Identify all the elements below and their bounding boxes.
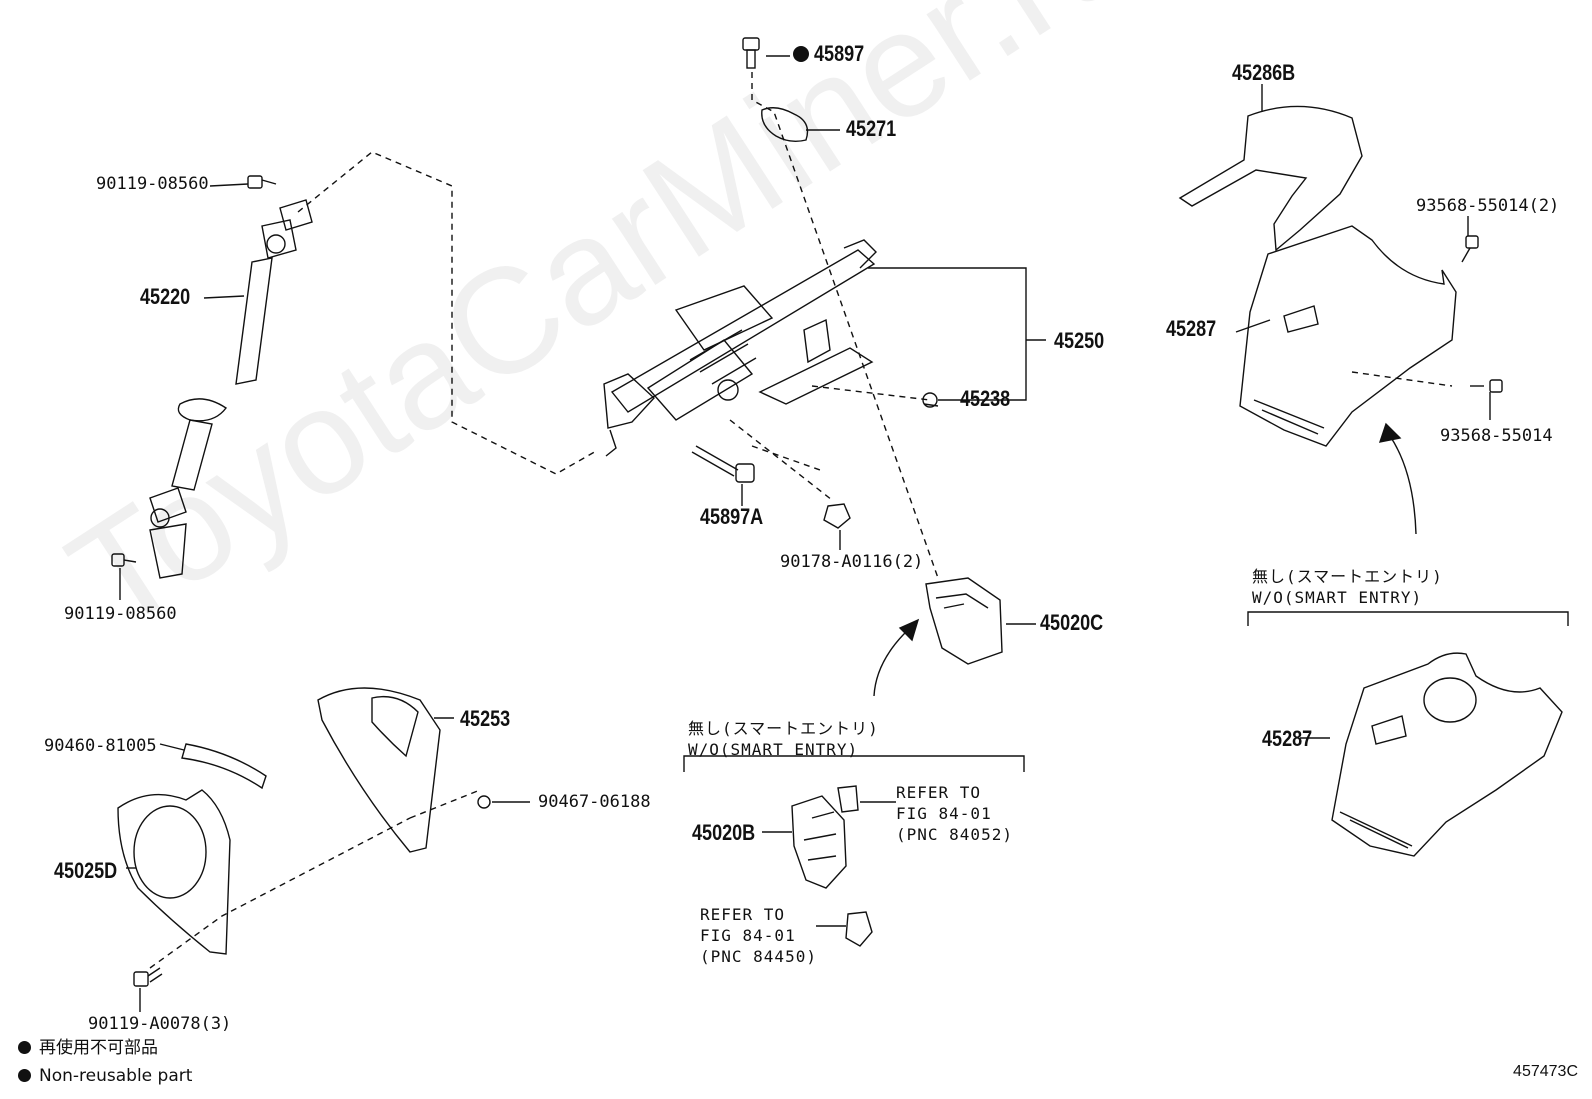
part-84450 [845,911,873,947]
label-45020b: 45020B [692,820,756,845]
clip-90467 [477,795,491,809]
legend-en: Non-reusable part [18,1068,192,1085]
label-45286b: 45286B [1232,60,1296,85]
label-45250: 45250 [1054,328,1105,353]
screw-93568-2 [1461,235,1479,263]
bullet-icon [18,1041,31,1054]
refer-84052-line1: REFER TO [896,783,982,802]
refer-84450-line3: (PNC 84450) [700,947,817,966]
bolt-90119-a0078 [133,967,163,987]
label-90119-bottom: 90119-08560 [64,604,177,624]
label-90467: 90467-06188 [538,792,651,812]
part-45020c [925,577,1003,665]
label-45897: 45897 [814,41,865,66]
screw-93568 [1470,379,1503,393]
nut-90178 [823,503,851,529]
refer-84052: REFER TO FIG 84-01 (PNC 84052) [896,782,1013,845]
refer-84450-line2: FIG 84-01 [700,926,796,945]
label-90119-top: 90119-08560 [96,174,209,194]
part-45020b [791,795,847,889]
note-center-en: W/O(SMART ENTRY) [688,740,859,759]
label-45238: 45238 [960,386,1011,411]
note-right-jp: 無し(スマートエントリ) [1252,567,1443,586]
refer-84450: REFER TO FIG 84-01 (PNC 84450) [700,904,817,967]
part-45287-bottom [1331,652,1563,857]
part-45025d [117,789,231,955]
refer-84450-line1: REFER TO [700,905,786,924]
nut-45238 [922,392,938,408]
part-45253 [317,687,441,853]
legend-jp-text: 再使用不可部品 [39,1038,158,1058]
legend-jp: 再使用不可部品 [18,1040,158,1057]
part-45286b [1178,105,1363,252]
part-90460 [181,743,267,790]
note-right: 無し(スマートエントリ) W/O(SMART ENTRY) [1252,566,1443,608]
bolt-45897 [742,37,760,69]
label-45271: 45271 [846,116,897,141]
arrow-right [1389,435,1417,535]
bolt-90119-bottom [111,553,137,567]
label-45253: 45253 [460,706,511,731]
label-90460: 90460-81005 [44,736,157,756]
part-45220-shaft [149,199,313,579]
note-center-jp: 無し(スマートエントリ) [688,719,879,738]
leader-bracket-45250 [868,267,1027,401]
part-45250-column [603,239,877,457]
note-right-en: W/O(SMART ENTRY) [1252,588,1423,607]
figure-code: 457473C [1513,1063,1578,1080]
arrow-center [873,627,911,697]
refer-84052-line3: (PNC 84052) [896,825,1013,844]
label-93568-2: 93568-55014(2) [1416,196,1560,216]
part-45287-top [1239,225,1457,447]
label-45025d: 45025D [54,858,118,883]
label-45287-bottom: 45287 [1262,726,1313,751]
bracket-center [683,755,1025,772]
note-center: 無し(スマートエントリ) W/O(SMART ENTRY) [688,718,879,760]
refer-84052-line2: FIG 84-01 [896,804,992,823]
bolt-45897a [691,445,755,483]
bullet-icon [18,1069,31,1082]
label-45020c: 45020C [1040,610,1104,635]
label-93568: 93568-55014 [1440,426,1553,446]
label-45897a: 45897A [700,504,764,529]
label-90178: 90178-A0116(2) [780,552,924,572]
non-reusable-dot [793,46,809,62]
part-45271 [761,107,809,143]
legend-en-text: Non-reusable part [39,1066,193,1086]
bolt-90119-top [247,175,277,189]
label-45287-top: 45287 [1166,316,1217,341]
label-90119-a0078: 90119-A0078(3) [88,1014,232,1034]
bracket-right [1247,611,1569,626]
label-45220: 45220 [140,284,191,309]
dashed-guides [149,72,1453,969]
part-84052 [837,785,859,813]
leader-lines [119,55,1491,1012]
